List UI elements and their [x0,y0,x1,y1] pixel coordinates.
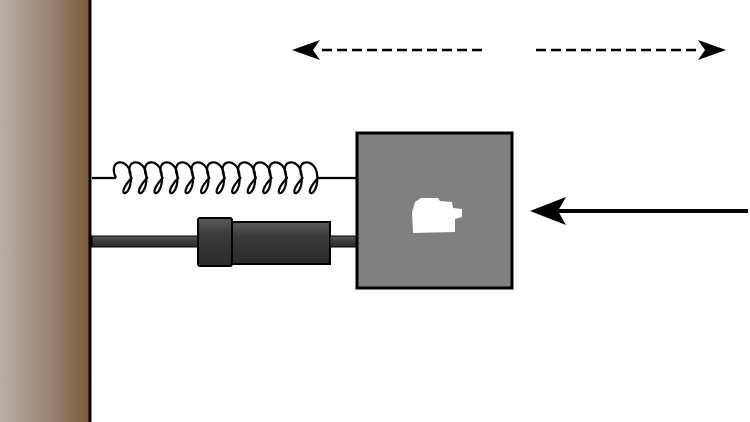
wall [0,0,92,422]
spring [92,161,357,195]
motion-arrow-left-head [292,40,320,60]
mass-block [355,131,514,290]
block-symbol [412,198,462,233]
motion-arrow [292,40,726,60]
motion-arrow-right-head [698,40,726,60]
damper-piston-cap [197,217,233,267]
force-arrow [530,197,748,225]
damper-rod-right [329,235,359,248]
damper-cylinder [229,221,331,265]
damper-rod-left [91,235,203,248]
spring-coils [112,161,319,195]
damper [91,217,359,267]
